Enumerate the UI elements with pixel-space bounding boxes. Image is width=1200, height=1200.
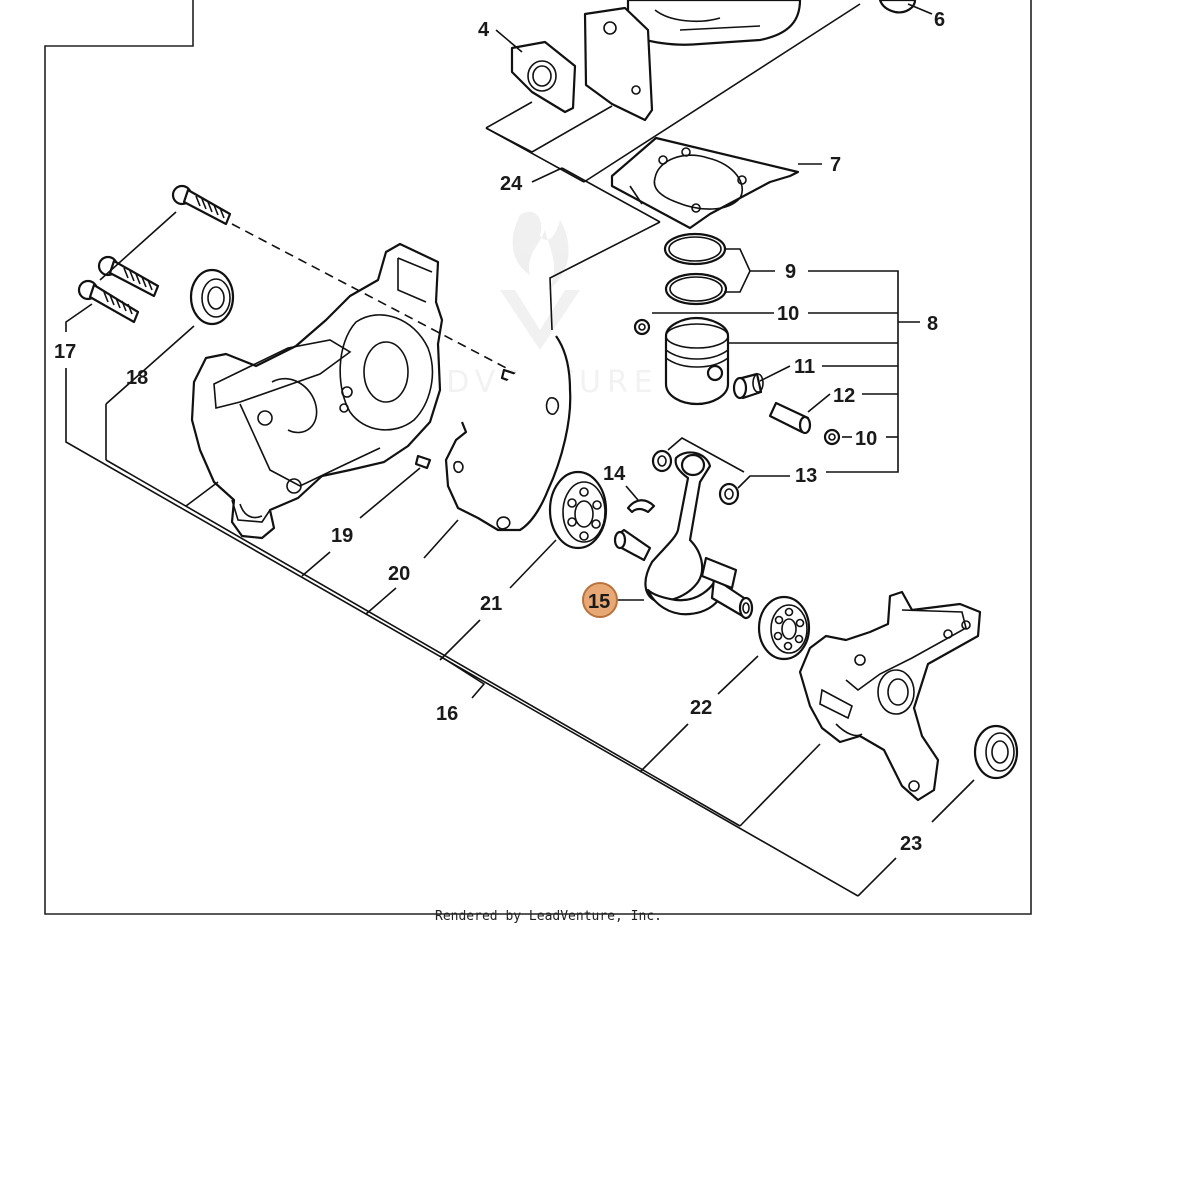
part-plug-6[interactable] [878, 0, 917, 14]
callout-10a[interactable]: 10 [777, 303, 799, 325]
assembly-line-dashed [231, 223, 511, 371]
callout-19[interactable]: 19 [331, 525, 353, 547]
part-piston-rings-9[interactable] [663, 232, 728, 306]
part-circlip-10a[interactable] [633, 318, 651, 336]
callouts: 4 6 7 8 9 10 10 11 12 13 14 15 16 17 18 … [54, 9, 945, 855]
callout-12[interactable]: 12 [833, 385, 855, 407]
callout-8[interactable]: 8 [927, 313, 938, 335]
callout-15[interactable]: 15 [588, 591, 610, 613]
part-needle-bearing-11[interactable] [732, 372, 764, 400]
part-bearing-22[interactable] [757, 595, 811, 661]
callout-22[interactable]: 22 [690, 697, 712, 719]
callout-7[interactable]: 7 [830, 154, 841, 176]
part-gasket-large[interactable] [583, 6, 654, 122]
callout-10b[interactable]: 10 [855, 428, 877, 450]
callout-15-highlight[interactable]: 15 [582, 582, 618, 618]
callout-16[interactable]: 16 [436, 703, 458, 725]
part-piston-pin-12[interactable] [768, 401, 812, 435]
callout-6[interactable]: 6 [934, 9, 945, 31]
leader-lines [65, 3, 975, 897]
part-washers-13[interactable] [651, 449, 740, 506]
part-circlip-10b[interactable] [823, 428, 841, 446]
part-bearing-21[interactable] [548, 470, 608, 550]
part-crankshaft-15[interactable] [613, 451, 754, 620]
callout-4[interactable]: 4 [478, 19, 490, 41]
part-gasket-20[interactable] [444, 335, 572, 532]
callout-18[interactable]: 18 [126, 367, 148, 389]
callout-13[interactable]: 13 [795, 465, 817, 487]
part-screws-17[interactable] [77, 184, 232, 324]
part-seal-18[interactable] [189, 268, 235, 326]
callout-17[interactable]: 17 [54, 341, 76, 363]
footer-credit: Rendered by LeadVenture, Inc. [435, 909, 662, 924]
callout-23[interactable]: 23 [900, 833, 922, 855]
diagram-frame [44, 0, 1032, 915]
callout-21[interactable]: 21 [480, 593, 502, 615]
callout-11[interactable]: 11 [794, 356, 815, 378]
part-crankcase-left[interactable] [190, 242, 444, 540]
part-gasket-4[interactable] [510, 40, 577, 114]
part-seal-23[interactable] [973, 724, 1019, 780]
part-cylinder[interactable] [590, 0, 802, 46]
callout-20[interactable]: 20 [388, 563, 410, 585]
callout-14[interactable]: 14 [603, 463, 626, 485]
callout-24[interactable]: 24 [500, 173, 523, 195]
callout-9[interactable]: 9 [785, 261, 796, 283]
part-piston[interactable] [664, 316, 730, 406]
part-crankcase-right[interactable] [798, 590, 982, 802]
part-key-14[interactable] [626, 499, 656, 514]
part-gasket-7[interactable] [610, 136, 800, 230]
